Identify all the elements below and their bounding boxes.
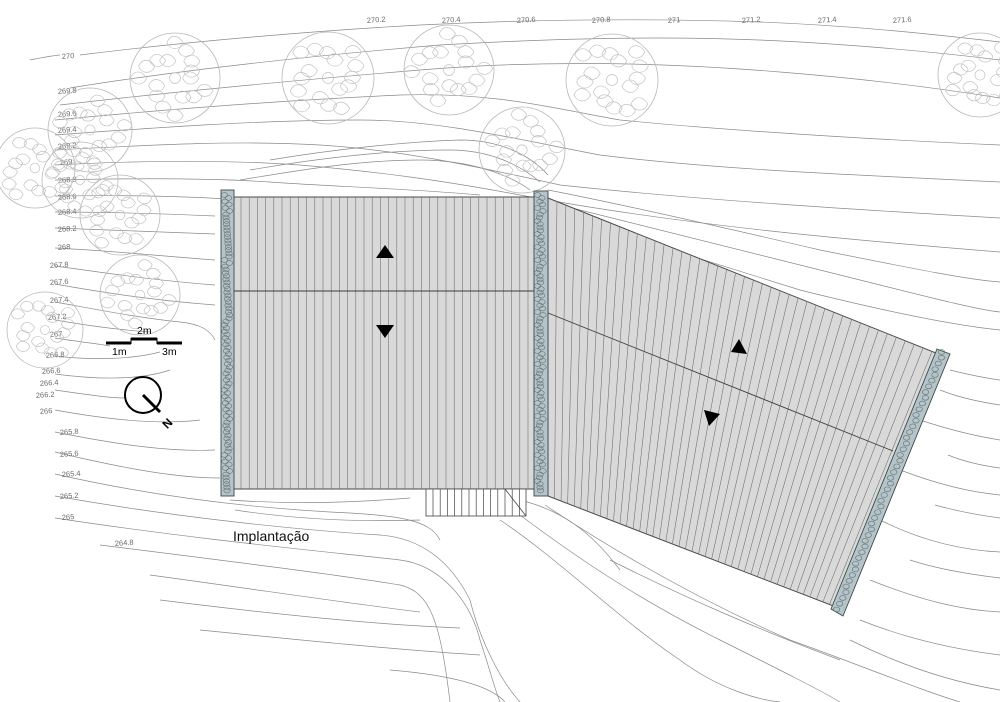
contour-label: 269.8 <box>58 86 77 96</box>
contour-lines <box>29 19 1000 702</box>
tree <box>0 127 76 209</box>
contour-label: 267.4 <box>50 295 69 305</box>
contour-label: 271.4 <box>818 15 837 25</box>
tree <box>6 291 84 369</box>
tree <box>99 254 181 336</box>
contour-label: 265.8 <box>60 427 79 437</box>
contour-label: 269.4 <box>58 125 77 135</box>
contour-label: 269 <box>60 157 73 167</box>
contour-label: 271.6 <box>893 15 912 25</box>
stone-wall-right <box>830 348 951 617</box>
plan-title: Implantação <box>233 528 309 544</box>
contour-label: 268 <box>58 242 71 252</box>
stone-wall-left <box>220 189 235 497</box>
contour-label: 267.8 <box>50 260 69 270</box>
contour-label: 265.2 <box>60 491 79 501</box>
contour-label: 266.2 <box>36 390 55 400</box>
contour-label: 264.8 <box>115 538 134 548</box>
secondary-roof <box>547 197 942 608</box>
contour-label: 266.4 <box>40 378 59 388</box>
contour-label: 269.6 <box>58 109 77 119</box>
contour-labels: 270.2 270.4 270.6 270.8 271 271.2 271.4 271.6 27… <box>36 15 912 548</box>
contour-label: 270 <box>62 51 75 61</box>
contour-label: 265.4 <box>62 469 81 479</box>
main-roof-seams <box>240 197 529 489</box>
tree <box>937 32 1000 118</box>
contour-label: 266.8 <box>46 350 65 360</box>
contour-label: 267.6 <box>50 277 69 287</box>
secondary-roof-seams <box>554 201 933 605</box>
contour-label: 271.2 <box>742 15 761 25</box>
tree <box>403 24 495 116</box>
slope-arrow-down <box>704 410 720 426</box>
contour-label: 268.4 <box>58 207 77 217</box>
tree <box>47 87 133 173</box>
contour-label: 267 <box>50 329 63 339</box>
trees <box>0 24 1000 369</box>
secondary-roof-ridge <box>547 312 894 452</box>
contour-label: 268.8 <box>58 175 77 185</box>
contour-label: 270.6 <box>517 15 536 25</box>
contour-label: 266.6 <box>42 366 61 376</box>
tree <box>281 31 375 125</box>
contour-label: 270.8 <box>592 15 611 25</box>
contour-label: 269.2 <box>58 141 77 151</box>
contour-label: 268.2 <box>58 224 77 234</box>
contour-label: 265.6 <box>60 449 79 459</box>
entrance-stairs <box>425 488 527 517</box>
scale-bar: 1m 2m 3m <box>106 325 182 358</box>
north-label: N <box>160 415 176 431</box>
tree <box>129 32 221 124</box>
stone-wall-middle <box>533 190 549 497</box>
main-roof <box>232 196 536 490</box>
north-arrow: N <box>124 376 176 431</box>
contour-label: 268.6 <box>58 192 77 202</box>
tree <box>478 106 566 194</box>
scale-label-3m: 3m <box>162 346 177 358</box>
scale-label-2m: 2m <box>137 325 152 337</box>
contour-label: 267.2 <box>48 312 67 322</box>
tree <box>565 33 659 127</box>
tree <box>79 174 161 256</box>
contour-label: 270.2 <box>367 15 386 25</box>
contour-label: 265 <box>62 512 75 522</box>
tree <box>41 141 119 219</box>
contour-label: 266 <box>40 406 53 416</box>
scale-label-1m: 1m <box>112 346 127 358</box>
slope-arrow-up <box>376 245 394 258</box>
slope-arrow-down <box>376 325 394 338</box>
contour-label: 270.4 <box>442 15 461 25</box>
slope-arrow-up <box>731 339 747 354</box>
contour-label: 271 <box>668 15 681 25</box>
